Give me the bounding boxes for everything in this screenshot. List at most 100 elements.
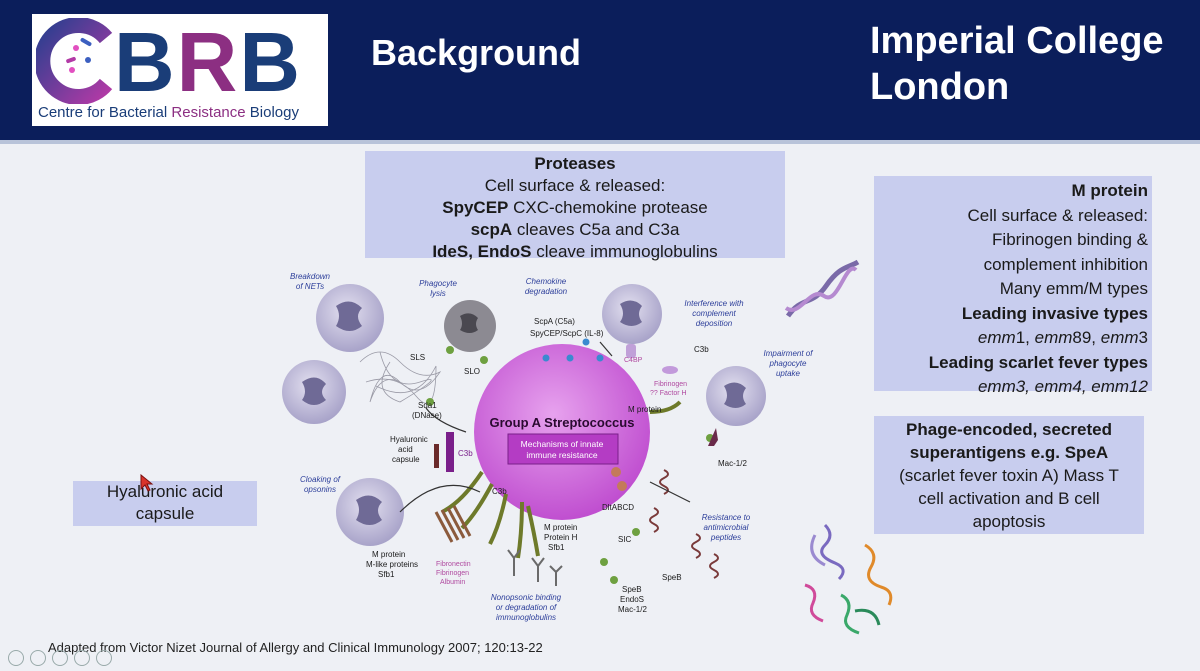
logo-sub-post: Biology bbox=[245, 104, 299, 121]
label-nonopsonic-2: or degradation of bbox=[496, 603, 557, 612]
logo-sub-pre: Centre for Bacterial bbox=[38, 104, 172, 121]
label-c3b-top: C3b bbox=[694, 345, 709, 354]
phage-line2: superantigens e.g. SpeA bbox=[909, 443, 1109, 462]
label-impairment-1: Impairment of bbox=[764, 349, 814, 358]
label-mac: Mac-1/2 bbox=[718, 459, 747, 468]
label-interference-3: deposition bbox=[696, 319, 733, 328]
proteases-heading: Proteases bbox=[534, 154, 616, 173]
label-fibrinogen: Fibrinogen bbox=[654, 381, 687, 388]
slide-header: BRB Centre for Bacterial Resistance Biol… bbox=[0, 0, 1200, 140]
label-fibronectin-3: Albumin bbox=[440, 579, 465, 586]
m-protein-line1: Cell surface & released: bbox=[967, 205, 1148, 225]
label-m-protein-left-3: Sfb1 bbox=[378, 570, 395, 579]
proteases-line4: IdeS, EndoS cleave immunoglobulins bbox=[365, 241, 785, 263]
label-resistance-3: peptides bbox=[710, 533, 741, 542]
label-resistance-1: Resistance to bbox=[702, 513, 751, 522]
citation: Adapted from Victor Nizet Journal of All… bbox=[48, 640, 543, 655]
invasive-heading: Leading invasive types bbox=[961, 303, 1148, 323]
cbrb-logo: BRB Centre for Bacterial Resistance Biol… bbox=[32, 14, 328, 126]
slideshow-toolbar bbox=[8, 650, 118, 671]
logo-subtitle: Centre for Bacterial Resistance Biology bbox=[38, 104, 299, 121]
college-line1: Imperial College bbox=[870, 20, 1164, 62]
neutrophil-right-icon bbox=[706, 366, 766, 426]
antimicrobial-peptide-coils bbox=[649, 469, 719, 579]
label-hyal-capsule-2: acid bbox=[398, 445, 413, 454]
label-c3b-left: C3b bbox=[458, 449, 473, 458]
prev-slide-icon[interactable] bbox=[8, 650, 24, 666]
hyaluronic-line1: Hyaluronic acid bbox=[106, 482, 224, 501]
proteases-line3: scpA cleaves C5a and C3a bbox=[365, 219, 785, 241]
ides-desc: cleave immunoglobulins bbox=[531, 242, 718, 261]
label-m-protein-left-2: M-like proteins bbox=[366, 560, 418, 569]
proteases-line1: Cell surface & released: bbox=[484, 176, 666, 195]
spycep-desc: CXC-chemokine protease bbox=[508, 198, 708, 217]
label-speb-3: Mac-1/2 bbox=[618, 605, 647, 614]
slide-title: Background bbox=[371, 32, 582, 73]
immunoglobulins-icon bbox=[507, 549, 563, 586]
next-slide-icon[interactable] bbox=[30, 650, 46, 666]
m-protein-line4: Many emm/M types bbox=[999, 279, 1148, 298]
label-phagocyte-lysis-2: lysis bbox=[430, 289, 446, 298]
proteases-box: Proteases Cell surface & released: SpyCE… bbox=[365, 151, 785, 261]
pen-icon[interactable] bbox=[52, 650, 68, 666]
label-impairment-3: uptake bbox=[776, 369, 801, 378]
innate-immune-resistance-diagram: Group A Streptococcus Mechanisms of inna… bbox=[282, 272, 814, 622]
phage-line5: apoptosis bbox=[972, 512, 1046, 531]
emm-b-num: 89, bbox=[1072, 328, 1101, 347]
group-a-streptococcus-cell bbox=[474, 344, 650, 520]
emm-a-num: 1, bbox=[1015, 328, 1035, 347]
emm-c: emm bbox=[1100, 328, 1139, 347]
logo-bacteria-c-icon bbox=[36, 18, 113, 104]
emm-a: emm bbox=[977, 328, 1016, 347]
zoom-icon[interactable] bbox=[74, 650, 90, 666]
label-m-protein-bottom-3: Sfb1 bbox=[548, 543, 565, 552]
label-hyal-capsule-1: Hyaluronic bbox=[390, 435, 428, 444]
scpa-desc: cleaves C5a and C3a bbox=[512, 220, 680, 239]
nets-tangle-icon bbox=[359, 351, 442, 404]
m-protein-line2: Fibrinogen binding & bbox=[992, 230, 1148, 249]
neutrophil-left-icon bbox=[282, 360, 346, 424]
label-chemokine-2: degradation bbox=[525, 287, 568, 296]
label-dltabcd: DltABCD bbox=[602, 503, 634, 512]
logo-letter-r: R bbox=[176, 15, 240, 109]
superantigen-structure-icon bbox=[804, 523, 893, 635]
m-protein-helix-icon bbox=[784, 259, 860, 318]
label-fibronectin-2: Fibrinogen bbox=[436, 570, 469, 577]
label-nonopsonic-1: Nonopsonic binding bbox=[491, 593, 562, 602]
spycep-label: SpyCEP bbox=[442, 198, 509, 217]
hyaluronic-box: Hyaluronic acid capsule bbox=[73, 481, 257, 526]
label-speb-1: SpeB bbox=[622, 585, 642, 594]
header-divider bbox=[0, 140, 1200, 144]
label-phagocyte-lysis-1: Phagocyte bbox=[419, 279, 457, 288]
label-scpa: ScpA (C5a) bbox=[534, 317, 575, 326]
label-interference-2: complement bbox=[692, 309, 736, 318]
neutrophil-top-right-icon bbox=[602, 284, 662, 344]
phage-line4: cell activation and B cell bbox=[918, 489, 1100, 508]
label-interference-1: Interference with bbox=[684, 299, 744, 308]
logo-letters: BRB bbox=[114, 14, 302, 110]
lysed-phagocyte-icon bbox=[444, 300, 496, 352]
label-chemokine-1: Chemokine bbox=[526, 277, 567, 286]
label-nonopsonic-3: immunoglobulins bbox=[496, 613, 556, 622]
label-slo: SLO bbox=[464, 367, 480, 376]
label-fibronectin-1: Fibronectin bbox=[436, 561, 471, 568]
logo-letter-b2: B bbox=[239, 15, 303, 109]
logo-letter-b1: B bbox=[114, 15, 177, 109]
college-line2: London bbox=[870, 66, 1010, 108]
label-sic: SIC bbox=[618, 535, 632, 544]
neutrophil-bottom-left-icon bbox=[336, 478, 404, 546]
label-factor-h: ?? Factor H bbox=[650, 390, 687, 397]
phage-line1: Phage-encoded, secreted bbox=[906, 420, 1112, 439]
label-cloaking-1: Cloaking of bbox=[300, 475, 341, 484]
scarlet-heading: Leading scarlet fever types bbox=[928, 352, 1148, 372]
label-hyal-capsule-3: capsule bbox=[392, 455, 420, 464]
options-icon[interactable] bbox=[96, 650, 112, 666]
label-breakdown-nets-2: of NETs bbox=[296, 282, 324, 291]
mac-receptor-icon bbox=[708, 428, 718, 446]
m-protein-box: M protein Cell surface & released: Fibri… bbox=[874, 176, 1152, 396]
label-m-protein-left-1: M protein bbox=[372, 550, 405, 559]
label-breakdown-nets-1: Breakdown bbox=[290, 272, 331, 281]
label-speb-2: EndoS bbox=[620, 595, 644, 604]
ides-label: IdeS, EndoS bbox=[432, 242, 532, 261]
label-m-protein-bottom-1: M protein bbox=[544, 523, 577, 532]
